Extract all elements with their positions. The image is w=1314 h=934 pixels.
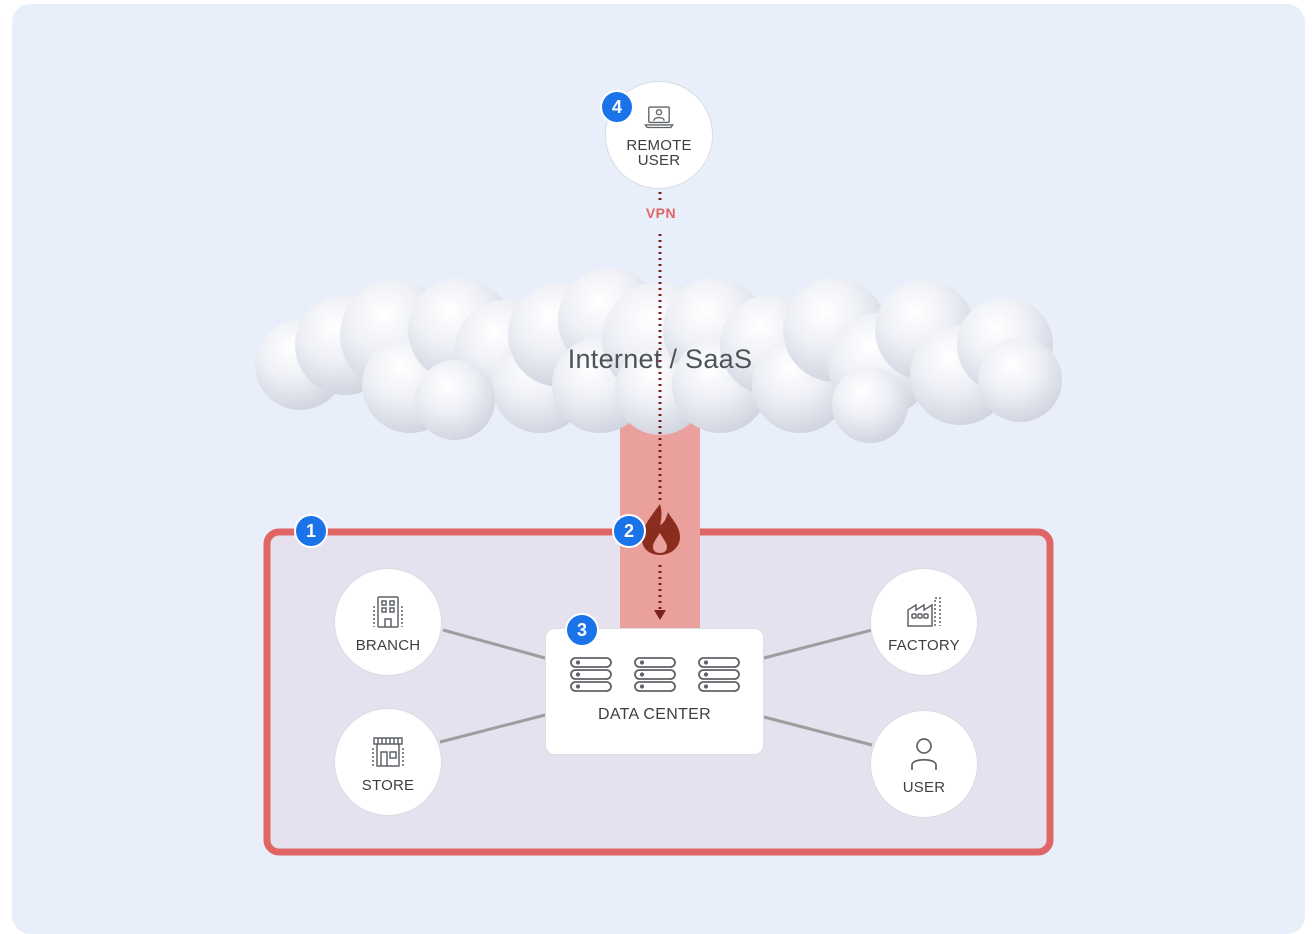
server-rack-icon <box>633 657 676 692</box>
server-rack-group <box>569 656 741 694</box>
storefront-icon <box>372 736 404 767</box>
store-label: STORE <box>361 776 415 794</box>
factory-node: FACTORY <box>870 568 978 676</box>
store-node: STORE <box>334 708 442 816</box>
internet-cloud <box>255 268 1062 443</box>
factory-label: FACTORY <box>888 636 960 654</box>
user-label: USER <box>902 778 946 796</box>
flame-icon <box>642 504 680 555</box>
branch-label: BRANCH <box>355 636 421 654</box>
connector-lines <box>439 628 873 747</box>
badge-2: 2 <box>612 514 646 548</box>
server-rack-icon <box>697 657 740 692</box>
building-icon <box>373 595 403 628</box>
user-node: USER <box>870 710 978 818</box>
arrow-head-icon <box>654 610 666 620</box>
vpn-label: VPN <box>645 205 677 221</box>
person-icon <box>911 737 937 770</box>
data-center-label: DATA CENTER <box>598 706 711 723</box>
factory-icon <box>907 596 941 627</box>
laptop-user-icon <box>644 106 674 129</box>
badge-3: 3 <box>565 613 599 647</box>
cloud-label: Internet / SaaS <box>567 344 753 374</box>
data-center-node: DATA CENTER <box>545 628 764 755</box>
server-rack-icon <box>569 657 612 692</box>
badge-1: 1 <box>294 514 328 548</box>
branch-node: BRANCH <box>334 568 442 676</box>
badge-4: 4 <box>600 90 634 124</box>
remote-user-label: REMOTE USER <box>626 137 692 169</box>
